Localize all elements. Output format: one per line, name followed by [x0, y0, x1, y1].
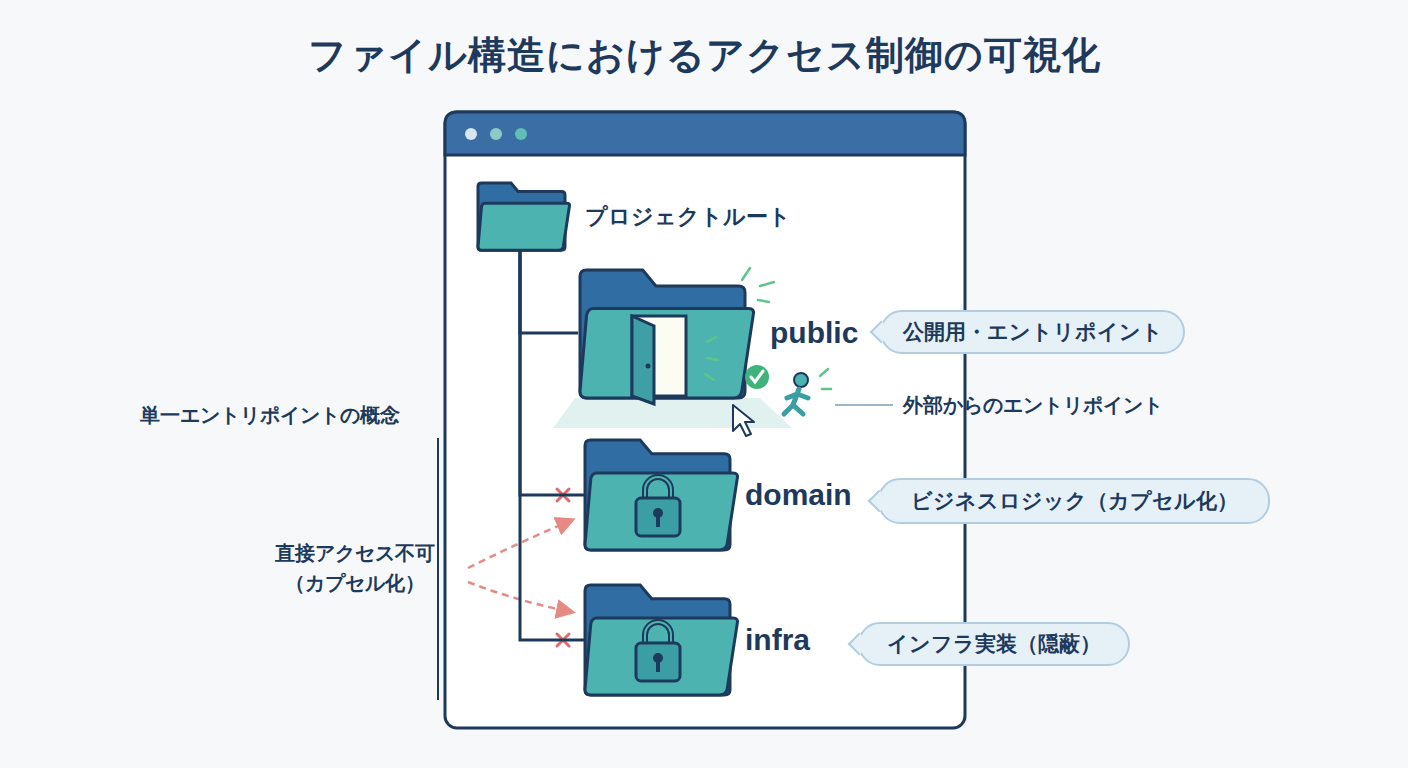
folder-label: infra [745, 623, 810, 657]
folder-icon [478, 183, 570, 250]
diagram-title: ファイル構造におけるアクセス制御の可視化 [0, 30, 1408, 81]
window-dot [465, 128, 477, 140]
light-floor [553, 398, 792, 428]
callout-pill: ビジネスロジック（カプセル化） [878, 478, 1270, 524]
tree-connector [520, 250, 585, 640]
door-knob [646, 364, 651, 369]
access-note: 直接アクセス不可 （カプセル化） [255, 538, 455, 598]
window-dot [515, 128, 527, 140]
window-dot [490, 128, 502, 140]
blocked-cross [557, 634, 569, 646]
tree-connector [520, 250, 578, 333]
callout-text: 公開用・エントリポイント [903, 318, 1163, 346]
dashed-arrow [468, 520, 572, 568]
tree-connector [520, 250, 585, 495]
folder-icon [580, 270, 754, 398]
leader-note: 外部からのエントリポイント [903, 390, 1233, 420]
folder-label: プロジェクトルート [585, 202, 791, 232]
door-panel [632, 316, 654, 404]
person-figure [784, 373, 808, 414]
dashed-arrow [468, 582, 572, 612]
bracket-line [437, 438, 439, 700]
folder-icon [585, 585, 738, 695]
cursor-icon [733, 405, 754, 436]
check-mark [751, 371, 763, 382]
folder-label: domain [745, 478, 852, 512]
lock-icon [636, 477, 680, 536]
window-header [445, 112, 965, 155]
leader-line [835, 404, 893, 406]
callout-text: ビジネスロジック（カプセル化） [911, 487, 1238, 515]
folder-node: infra [585, 585, 840, 695]
folder-node: domain [585, 440, 870, 550]
callout-pill: インフラ実装（隠蔽） [858, 622, 1130, 666]
folder-node: プロジェクトルート [478, 183, 848, 250]
folder-label: public [770, 316, 858, 350]
folder-node: public [578, 268, 868, 398]
callout-pill: 公開用・エントリポイント [880, 310, 1185, 354]
blocked-cross [557, 489, 569, 501]
callout-text: インフラ実装（隠蔽） [887, 630, 1101, 658]
concept-note: 単一エントリポイントの概念 [140, 400, 440, 430]
check-mark [745, 365, 769, 389]
folder-icon [585, 440, 738, 550]
lock-icon [636, 622, 680, 681]
